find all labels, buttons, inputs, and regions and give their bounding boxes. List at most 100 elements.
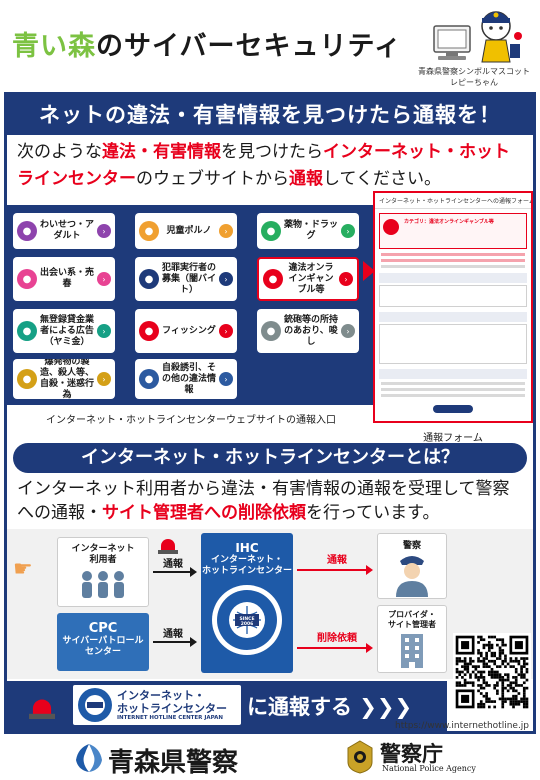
chevron-right-icon: › — [219, 372, 233, 386]
chevron-right-icon: › — [341, 324, 355, 338]
users-box: インターネット 利用者 — [57, 537, 149, 607]
cta-text[interactable]: に通報する ❯❯❯ — [247, 695, 413, 719]
category-tile[interactable]: ●出会い系・売春› — [13, 257, 115, 301]
ihc-logo-en: INTERNET HOTLINE CENTER JAPAN — [117, 715, 224, 721]
flow-diagram: ☛ インターネット 利用者 CPC サイバーパトロール センター 通報 通報 I… — [7, 529, 533, 679]
form-section — [379, 369, 527, 379]
chevron-right-icon: › — [97, 324, 111, 338]
aomori-police-name: 青森県警察 — [108, 748, 239, 778]
title-green: 青い森 — [12, 31, 96, 62]
form-line — [381, 388, 525, 391]
police-officer-icon — [396, 556, 428, 597]
intro-t4: インターネット・ホットラインセンター — [17, 142, 510, 189]
category-tile[interactable]: ●違法オンラインギャンブル等 › — [257, 257, 359, 301]
npa-english-name: National Police Agency — [382, 764, 476, 773]
form-field[interactable] — [379, 285, 527, 307]
seal-year: 2006 — [241, 621, 254, 627]
category-tile[interactable]: ●爆発物の製造、殺人等、自殺・迷惑行為› — [13, 359, 115, 399]
category-label: 出会い系・売春 — [39, 268, 94, 289]
category-label: 児童ポルノ — [166, 225, 212, 236]
aomori-police-emblem-icon — [76, 744, 102, 772]
main-panel: ネットの違法・有害情報を見つけたら通報を！ 次のような違法・有害情報を見つけたら… — [4, 92, 536, 734]
page-title: 青い森のサイバーセキュリティ — [12, 24, 402, 63]
ihc-logo-line1: インターネット・ — [117, 689, 205, 702]
category-tile[interactable]: ●無登録貸金業者による広告（ヤミ金）› — [13, 309, 115, 353]
category-icon: ● — [139, 221, 159, 241]
cpc-box: CPC サイバーパトロール センター — [57, 613, 149, 671]
category-icon: ● — [139, 321, 159, 341]
category-icon: ● — [17, 321, 37, 341]
intro-t7: してください。 — [323, 169, 441, 189]
chevron-right-icon: › — [339, 272, 353, 286]
intro-t6: 通報 — [289, 169, 323, 189]
category-icon: ● — [263, 269, 283, 289]
category-tile[interactable]: ●わいせつ・アダルト› — [13, 213, 115, 249]
arrow-label-report-cpc: 通報 — [163, 629, 183, 640]
category-icon: ● — [261, 321, 281, 341]
category-tile[interactable]: ●銃砲等の所持のあおり、唆し› — [257, 309, 359, 353]
form-section — [379, 312, 527, 322]
title-particle: の — [96, 31, 124, 62]
npa-name: 警察庁 — [380, 742, 443, 766]
form-line — [381, 259, 525, 262]
report-form-preview[interactable]: インターネット・ホットラインセンターへの通報フォーム カテゴリ：違法オンラインギ… — [373, 191, 533, 423]
arrow-users-to-ihc — [153, 567, 197, 577]
form-line — [381, 382, 525, 385]
ihc-line1: IHC — [235, 541, 259, 555]
header: 青い森のサイバーセキュリティ 青森県警察シンボルマスコットレピーちゃん — [0, 0, 540, 90]
arrow-cpc-to-ihc — [153, 637, 197, 647]
siren-icon — [157, 535, 179, 554]
intro-text: 次のような違法・有害情報を見つけたらインターネット・ホットラインセンターのウェブ… — [17, 139, 525, 193]
category-tile[interactable]: ●自殺誘引、その他の違法情報› — [135, 359, 237, 399]
category-label: 犯罪実行者の募集（闇バイト） — [161, 262, 216, 295]
form-field[interactable] — [379, 324, 527, 364]
pointing-hand-icon: ☛ — [13, 557, 33, 582]
hotline-url[interactable]: https://www.internethotline.jp — [395, 721, 530, 731]
intro-t5: のウェブサイトから — [136, 169, 289, 189]
category-label: 自殺誘引、その他の違法情報 — [161, 362, 216, 395]
mascot-caption: 青森県警察シンボルマスコットレピーちゃん — [412, 66, 536, 88]
mascot-icon — [433, 11, 522, 63]
title-main: サイバーセキュリティ — [124, 31, 402, 62]
category-label: わいせつ・アダルト — [39, 220, 94, 241]
users-line2: 利用者 — [89, 555, 117, 565]
section-banner: インターネット・ホットラインセンターとは？ — [13, 443, 527, 473]
category-label: 薬物・ドラッグ — [283, 220, 338, 241]
category-tile[interactable]: ●犯罪実行者の募集（闇バイト）› — [135, 257, 237, 301]
category-grid: ●わいせつ・アダルト›●児童ポルノ›●薬物・ドラッグ›●出会い系・売春›●犯罪実… — [7, 205, 375, 405]
category-icon: ● — [17, 221, 37, 241]
qr-code-icon[interactable] — [453, 633, 531, 711]
intro-t1: 次のような — [17, 142, 102, 162]
chevron-right-icon: › — [97, 272, 111, 286]
siren-icon — [28, 694, 57, 719]
cta-bar[interactable]: インターネット・ ホットラインセンター INTERNET HOTLINE CEN… — [7, 681, 447, 731]
cpc-line2: サイバーパトロール — [62, 636, 144, 646]
cpc-line3: センター — [84, 647, 121, 657]
form-category-heading: カテゴリ：違法オンラインギャンブル等 — [404, 219, 494, 225]
category-tile[interactable]: ●薬物・ドラッグ› — [257, 213, 359, 249]
desc-t3: を行っています。 — [306, 503, 440, 523]
category-tile[interactable]: ●児童ポルノ› — [135, 213, 237, 249]
ihc-logo-mark-icon — [78, 688, 112, 722]
category-label: 無登録貸金業者による広告（ヤミ金） — [39, 314, 94, 347]
headline-banner: ネットの違法・有害情報を見つけたら通報を！ — [7, 95, 533, 135]
arrow-label-report-users: 通報 — [163, 559, 183, 570]
building-icon — [401, 634, 423, 668]
form-category-box: カテゴリ：違法オンラインギャンブル等 — [379, 213, 527, 249]
desc-t2: サイト管理者への削除依頼 — [102, 503, 306, 523]
form-submit-button[interactable] — [433, 405, 473, 413]
ihc-box: IHC インターネット・ ホットラインセンター SINCE 2006 — [201, 533, 293, 673]
category-label: 違法オンラインギャンブル等 — [288, 262, 334, 295]
category-icon: ● — [17, 269, 37, 289]
users-line1: インターネット — [71, 544, 135, 554]
desc-t1: インターネット利用者から違法・有害情報の通報を受理して警察への通報・ — [17, 479, 510, 523]
category-icon: ● — [261, 221, 281, 241]
section-description: インターネット利用者から違法・有害情報の通報を受理して警察への通報・サイト管理者… — [17, 477, 525, 525]
police-box: 警察 — [377, 533, 447, 599]
footer: 青森県警察 警察庁 National Police Agency — [0, 736, 540, 780]
category-tile[interactable]: ●フィッシング› — [135, 309, 237, 353]
mascot-caption-line1: 青森県警察シンボルマスコット — [418, 67, 530, 76]
chevron-right-icon: › — [219, 272, 233, 286]
provider-line2: サイト管理者 — [388, 620, 436, 629]
chevron-right-icon: › — [341, 224, 355, 238]
